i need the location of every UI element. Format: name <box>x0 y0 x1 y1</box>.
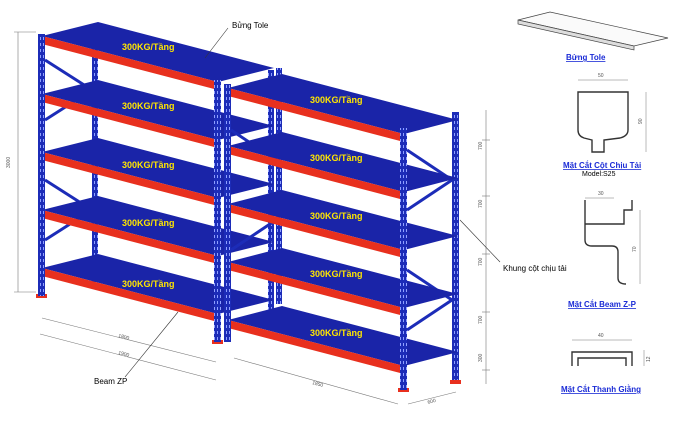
left-rack: 300KG/Tầng 300KG/Tầng 300KG/Tầng 300KG/T… <box>36 22 274 344</box>
shelf-level: 300KG/Tầng <box>228 74 458 142</box>
load-label: 300KG/Tầng <box>122 160 175 170</box>
dim-beam-h: 70 <box>632 246 638 252</box>
dim-pitch: 700 <box>478 315 484 324</box>
dim-pitch: 300 <box>478 353 484 362</box>
load-label: 300KG/Tầng <box>122 42 175 52</box>
dimension-lines <box>14 31 490 405</box>
dim-pitch: 700 <box>478 141 484 150</box>
foot <box>450 380 461 384</box>
load-label: 300KG/Tầng <box>310 95 363 105</box>
section-beam: 30 70 Mặt Cắt Beam Z-P <box>568 191 641 309</box>
dim-width-c: 1850 <box>311 380 324 389</box>
caption-beam: Mặt Cắt Beam Z-P <box>568 300 637 309</box>
caption-tole: Bửng Tole <box>566 53 606 62</box>
caption-brace: Mặt Cắt Thanh Giằng <box>561 385 641 394</box>
section-column: 50 90 Mặt Cắt Cột Chịu Tải Model:S25 <box>563 73 647 178</box>
dim-brace-w: 40 <box>598 333 604 339</box>
column-model: Model:S25 <box>582 171 616 178</box>
dim-column-w: 50 <box>598 73 604 79</box>
dim-pitch: 700 <box>478 257 484 266</box>
callout-bung-tole: Bửng Tole <box>232 21 269 30</box>
right-rack: 300KG/Tầng 300KG/Tầng 300KG/Tầng 300KG/T… <box>224 68 461 392</box>
dim-brace-h: 12 <box>646 356 652 362</box>
upright-back-left <box>276 68 282 304</box>
load-label: 300KG/Tầng <box>122 218 175 228</box>
dim-pitch: 700 <box>478 199 484 208</box>
load-label: 300KG/Tầng <box>122 279 175 289</box>
dim-beam-w: 30 <box>598 191 604 197</box>
dim-column-h: 90 <box>638 118 644 124</box>
dim-width-b: 1900 <box>118 350 130 359</box>
load-label: 300KG/Tầng <box>310 328 363 338</box>
shelf-level: 300KG/Tầng <box>42 22 274 90</box>
section-tole: Bửng Tole <box>517 11 669 62</box>
callout-khung-cot: Khung cột chịu tải <box>503 264 567 273</box>
dim-depth: 600 <box>427 398 437 406</box>
section-brace: 40 12 Mặt Cắt Thanh Giằng <box>561 333 652 394</box>
callout-beam-zp: Beam ZP <box>94 377 127 386</box>
callout-leaders <box>124 27 501 378</box>
load-label: 300KG/Tầng <box>310 269 363 279</box>
upright-back-right <box>452 112 459 382</box>
dim-total-height: 3000 <box>6 157 12 168</box>
shelf-level: 300KG/Tầng <box>228 132 458 200</box>
caption-column: Mặt Cắt Cột Chịu Tải <box>563 161 641 170</box>
shelf-level: 300KG/Tầng <box>228 306 458 374</box>
load-label: 300KG/Tầng <box>122 101 175 111</box>
dim-width-a: 1800 <box>118 333 130 342</box>
load-label: 300KG/Tầng <box>310 153 363 163</box>
load-label: 300KG/Tầng <box>310 211 363 221</box>
